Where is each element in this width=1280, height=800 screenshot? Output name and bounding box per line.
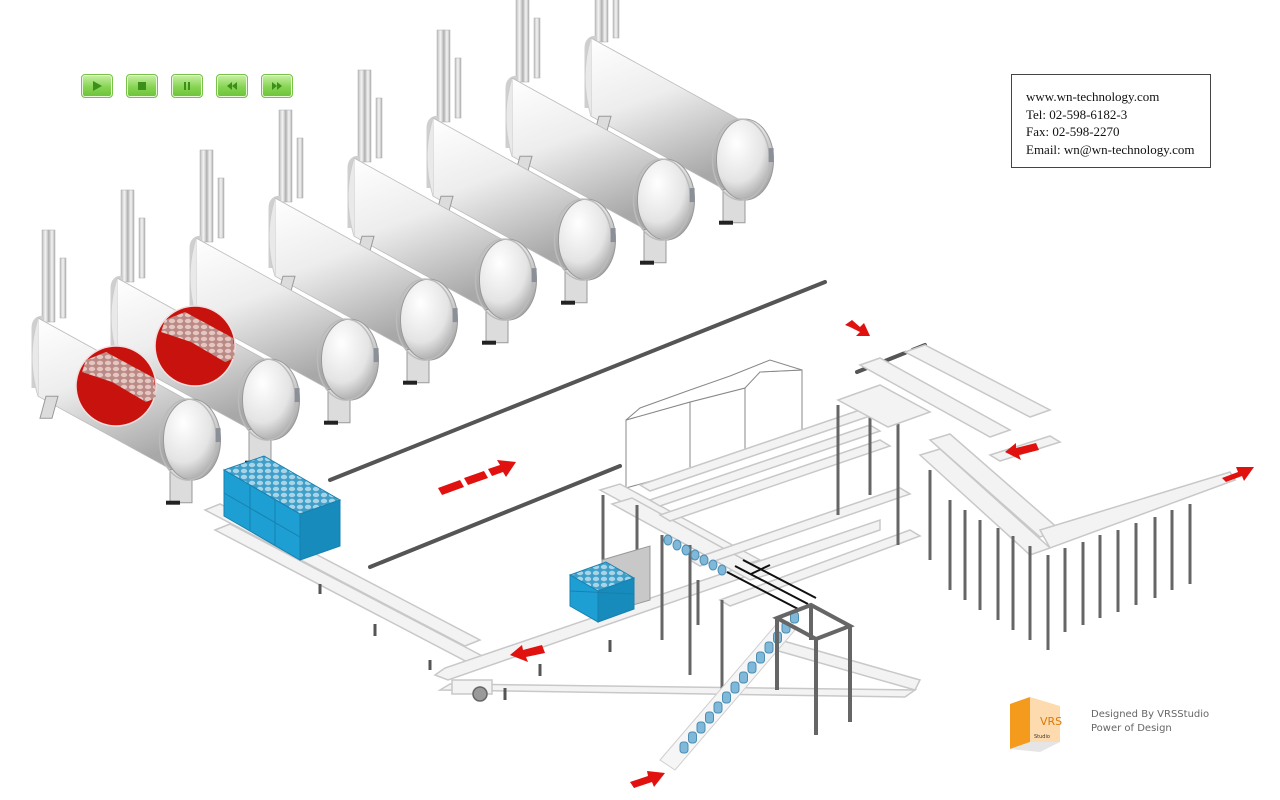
brand-credit: Designed By VRSStudio Power of Design: [1000, 694, 1240, 774]
retort-pipes: [426, 29, 462, 188]
logo-mark-text: VRS: [1040, 715, 1062, 728]
retort: [505, 0, 696, 265]
retort-door: [162, 398, 222, 481]
can-grid-guides: [726, 559, 817, 611]
brand-line-1: Designed By VRSStudio: [1091, 709, 1210, 720]
retort-door: [241, 358, 301, 441]
fast-forward-button[interactable]: [261, 74, 293, 98]
incline-conveyor: [659, 611, 799, 771]
retort: [31, 229, 222, 505]
cans-on-conveyor: [663, 534, 727, 576]
retort-pipes: [347, 69, 383, 228]
arrow-return-conveyor: [510, 645, 545, 662]
play-icon: [93, 81, 102, 91]
brand-logo: VRS Studio: [1010, 697, 1062, 752]
stop-button[interactable]: [126, 74, 158, 98]
retort-door: [715, 118, 775, 201]
conveyor-legs: [318, 584, 612, 700]
can: [756, 651, 765, 664]
can: [699, 554, 709, 566]
can: [690, 549, 700, 561]
cans-incline: [679, 611, 799, 754]
arrow-infeed: [630, 771, 665, 788]
can: [708, 559, 718, 571]
can: [730, 681, 740, 694]
retort-load-indicator: [154, 305, 236, 387]
can: [713, 701, 723, 714]
logo-sub-text: Studio: [1034, 734, 1050, 740]
can: [679, 741, 689, 754]
pause-icon: [184, 82, 190, 90]
conveyor-rail: [437, 683, 918, 698]
track-line-upper: [328, 280, 827, 482]
outfeed-conveyor: [836, 344, 1237, 556]
feed-conveyor: [203, 503, 918, 702]
conveyor-rail: [433, 518, 881, 681]
conveyor-rail: [213, 523, 492, 667]
gantry-frame: [772, 602, 855, 735]
arrow-cross-conveyor: [1005, 443, 1039, 460]
can: [717, 564, 727, 576]
can: [663, 534, 673, 546]
process-conveyor: [598, 409, 922, 691]
playback-controls: [81, 74, 293, 98]
retort-door: [399, 278, 459, 361]
crate-stack-loading: [222, 455, 342, 561]
retort-door: [320, 318, 380, 401]
can: [722, 691, 731, 704]
play-button[interactable]: [81, 74, 113, 98]
contact-tel: Tel: 02-598-6182-3: [1026, 106, 1128, 122]
retort-pipes: [31, 229, 67, 388]
rewind-button[interactable]: [216, 74, 248, 98]
can: [739, 671, 748, 684]
can: [764, 641, 774, 654]
outfeed-legs: [928, 470, 1192, 650]
can: [747, 661, 757, 674]
flow-arrows: [438, 320, 1254, 788]
track-line-lower: [368, 464, 622, 569]
can: [688, 731, 697, 744]
retort-pipes: [268, 109, 304, 268]
retort-support: [39, 395, 59, 419]
contact-email: Email: wn@wn-technology.com: [1026, 141, 1195, 157]
can: [696, 721, 706, 734]
crate-stack-unloading: [568, 545, 651, 623]
arrow-feed-to-retorts: [438, 460, 516, 495]
conveyor-roller: [472, 686, 488, 702]
arrow-top-conveyor: [845, 320, 870, 336]
retort-pipes: [584, 0, 620, 108]
can: [705, 711, 714, 724]
retort-door: [478, 238, 538, 321]
retort: [426, 29, 617, 305]
retort-row: [31, 0, 775, 505]
retort-load-indicator: [75, 345, 157, 427]
contact-info-box: www.wn-technology.com Tel: 02-598-6182-3…: [1011, 74, 1211, 168]
pause-button[interactable]: [171, 74, 203, 98]
contact-website: www.wn-technology.com: [1026, 89, 1160, 104]
can: [681, 544, 691, 556]
retort-door: [636, 158, 696, 241]
filling-machine: [625, 359, 803, 489]
fast-forward-icon: [272, 82, 282, 90]
can: [672, 539, 682, 551]
retort-door: [557, 198, 617, 281]
arrow-exit: [1222, 467, 1254, 482]
brand-line-2: Power of Design: [1091, 723, 1172, 734]
retort-pipes: [189, 149, 225, 308]
retort: [268, 109, 459, 385]
contact-fax: Fax: 02-598-2270: [1026, 124, 1120, 139]
retort: [189, 149, 380, 425]
stop-icon: [138, 82, 146, 90]
rewind-icon: [227, 82, 237, 90]
